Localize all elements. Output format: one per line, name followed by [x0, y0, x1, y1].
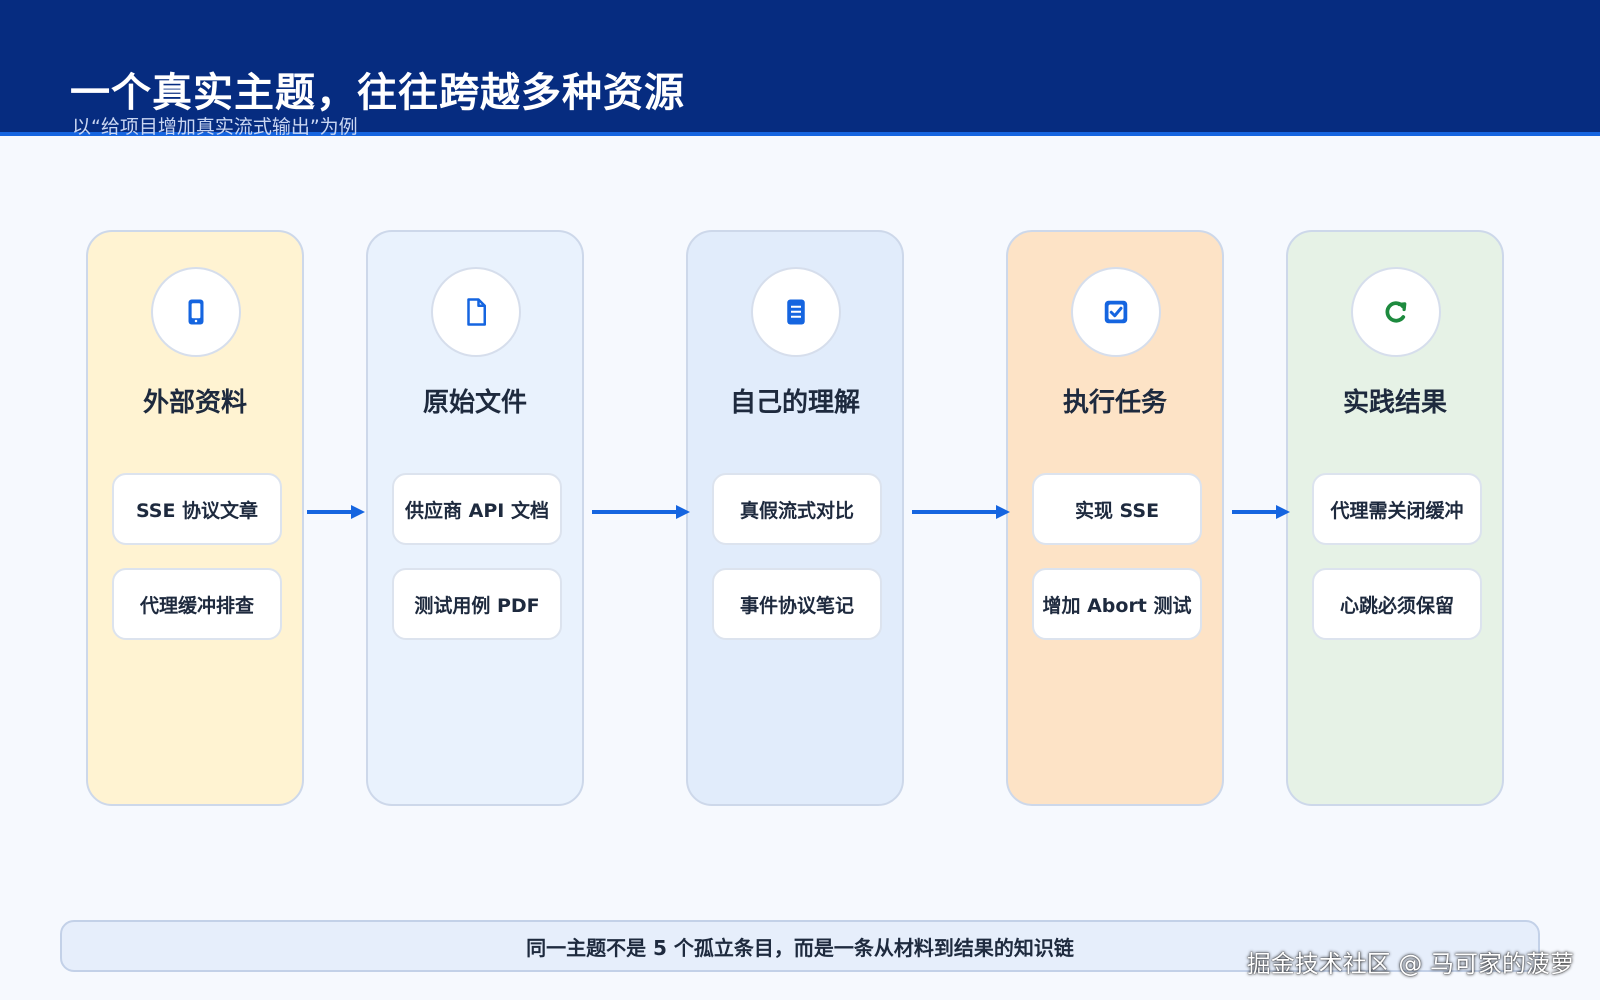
stage-raw-files: 原始文件 供应商 API 文档 测试用例 PDF	[366, 230, 584, 806]
stage-execute-tasks: 执行任务 实现 SSE 增加 Abort 测试	[1006, 230, 1224, 806]
stage-item: 代理需关闭缓冲	[1312, 473, 1482, 545]
arrow-right-icon	[912, 505, 1010, 519]
stage-item: 真假流式对比	[712, 473, 882, 545]
stage-icon-circle	[151, 267, 241, 357]
checkbox-icon	[1104, 300, 1128, 324]
stage-title: 原始文件	[422, 388, 527, 418]
stage-item: 测试用例 PDF	[392, 568, 562, 640]
stage-item: SSE 协议文章	[112, 473, 282, 545]
stage-title: 自己的理解	[729, 388, 860, 418]
file-icon	[467, 298, 486, 326]
arrow-right-icon	[592, 505, 690, 519]
summary-text: 同一主题不是 5 个孤立条目，而是一条从材料到结果的知识链	[526, 935, 1074, 960]
arrow-right-icon	[1232, 505, 1290, 519]
page-title: 一个真实主题，往往跨越多种资源	[70, 70, 685, 116]
stage-title: 外部资料	[142, 388, 247, 418]
stage-icon-circle	[751, 267, 841, 357]
arrow-right-icon	[307, 505, 365, 519]
stage-item: 实现 SSE	[1032, 473, 1202, 545]
stage-item: 事件协议笔记	[712, 568, 882, 640]
stage-own-understanding: 自己的理解 真假流式对比 事件协议笔记	[686, 230, 904, 806]
phone-icon	[188, 299, 204, 325]
watermark: 掘金技术社区 @ 马可家的菠萝	[1246, 950, 1574, 978]
summary-banner: 同一主题不是 5 个孤立条目，而是一条从材料到结果的知识链	[60, 920, 1540, 972]
notes-icon	[787, 299, 805, 325]
page-subtitle: 以“给项目增加真实流式输出”为例	[72, 116, 358, 138]
stage-external-materials: 外部资料 SSE 协议文章 代理缓冲排查	[86, 230, 304, 806]
stage-icon-circle	[1351, 267, 1441, 357]
stage-title: 实践结果	[1342, 388, 1447, 418]
stage-item: 供应商 API 文档	[392, 473, 562, 545]
stage-item: 增加 Abort 测试	[1032, 568, 1202, 640]
refresh-icon	[1385, 301, 1407, 323]
stage-title: 执行任务	[1062, 388, 1167, 418]
stage-practice-results: 实践结果 代理需关闭缓冲 心跳必须保留	[1286, 230, 1504, 806]
stage-item: 代理缓冲排查	[112, 568, 282, 640]
stage-item: 心跳必须保留	[1312, 568, 1482, 640]
header-banner: 一个真实主题，往往跨越多种资源 以“给项目增加真实流式输出”为例	[0, 0, 1600, 138]
stage-icon-circle	[1071, 267, 1161, 357]
stage-icon-circle	[431, 267, 521, 357]
